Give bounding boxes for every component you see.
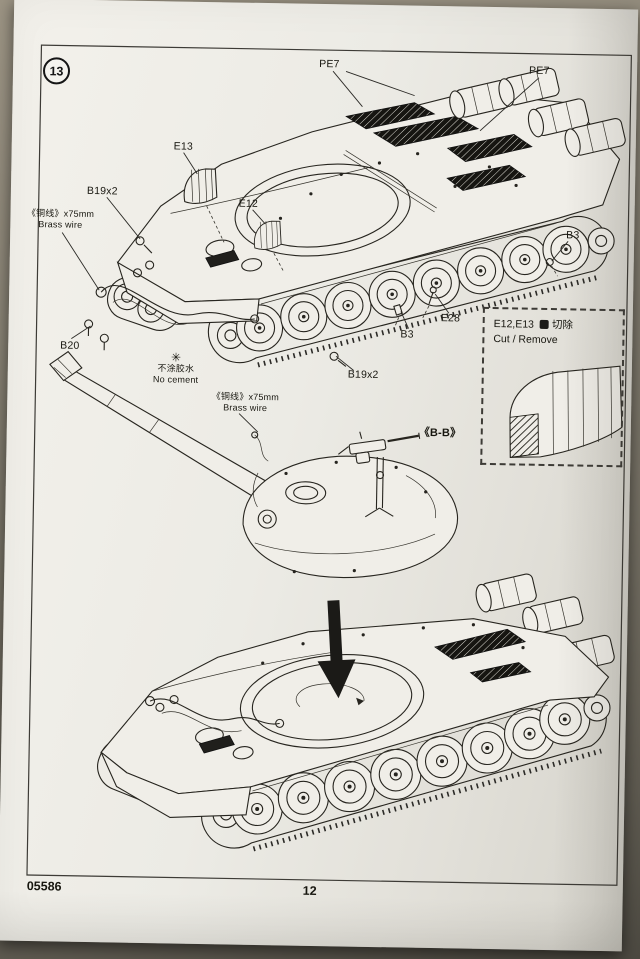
cut-icon [539, 319, 550, 330]
inset-parts: E12,E13 [493, 318, 535, 331]
inset-action-en: Cut / Remove [493, 333, 558, 347]
callout-leader-lines [61, 70, 569, 433]
turret-hull-illustration [49, 350, 616, 852]
callout-section-view: 《B-B》 [418, 426, 462, 440]
callout-pe7-left: PE7 [319, 57, 340, 71]
no-cement-note: ✳ 不涂胶水 No cement [140, 350, 213, 387]
hull-assembly-illustration [84, 66, 627, 368]
callout-pe7-right: PE7 [528, 64, 550, 77]
callout-b3-track: B3 [566, 229, 580, 242]
callout-b19x2-bottom: B19x2 [347, 368, 379, 382]
brass-wire-mid-cn: 《铜线》x75mm [211, 391, 280, 403]
brass-wire-mid-en: Brass wire [223, 402, 268, 414]
kit-number: 05586 [26, 878, 62, 894]
callout-brass-wire-top: 《铜线》x75mm Brass wire [18, 208, 102, 232]
callout-b19x2-top: B19x2 [86, 184, 118, 198]
cut-remove-inset: E12,E13 切除 Cut / Remove [480, 306, 625, 468]
no-cement-en: No cement [152, 374, 199, 386]
inset-action-cn: 切除 [551, 319, 574, 332]
page-number: 12 [302, 883, 317, 899]
callout-e12: E12 [238, 197, 259, 210]
aa-machine-gun [338, 431, 421, 518]
placement-arrow [317, 600, 356, 699]
brass-wire-top-en: Brass wire [38, 219, 83, 231]
callout-b3-deck: B3 [400, 328, 414, 341]
cut-remove-part-drawing [509, 365, 623, 458]
callout-brass-wire-mid: 《铜线》x75mm Brass wire [203, 391, 287, 415]
callout-e28: E28 [440, 312, 461, 325]
page-frame [26, 44, 632, 886]
callout-e13: E13 [173, 140, 194, 153]
brass-wire-top-cn: 《铜线》x75mm [26, 207, 95, 220]
inset-title-row: E12,E13 切除 [494, 316, 614, 333]
callout-b20: B20 [60, 339, 80, 352]
step-number: 13 [49, 63, 64, 78]
